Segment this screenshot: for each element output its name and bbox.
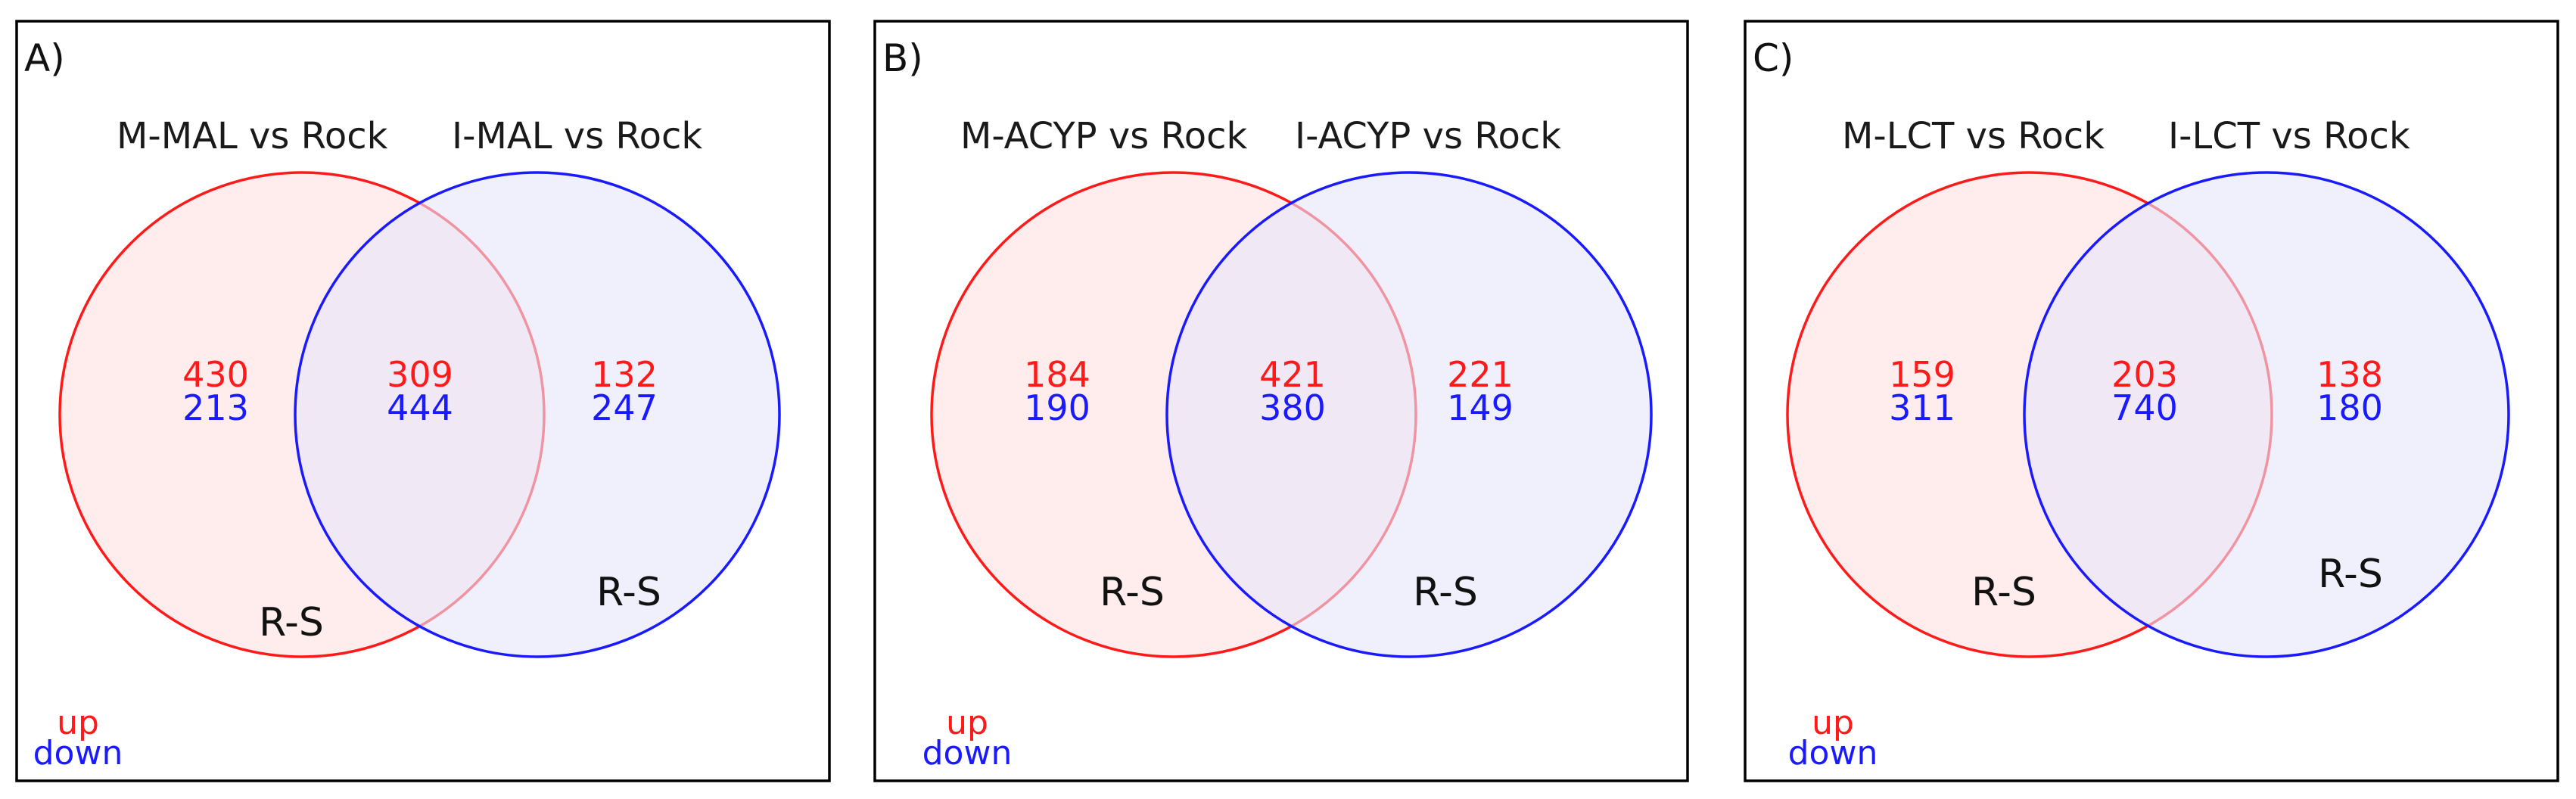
- overlap-down-count: 444: [387, 387, 453, 428]
- legend-up-label: up: [57, 704, 99, 742]
- right-set-circle: [1165, 171, 1653, 658]
- legend-up-label: up: [1812, 704, 1854, 742]
- overlap-down-count: 380: [1259, 387, 1326, 428]
- left-set-title: M-ACYP vs Rock: [960, 115, 1247, 157]
- panel-c: C) M-LCT vs Rock I-LCT vs Rock 159 311 2…: [1744, 20, 2559, 782]
- right-set-circle: [294, 171, 781, 658]
- right-only-up-count: 132: [591, 354, 658, 395]
- panel-letter: A): [24, 36, 65, 80]
- overlap-up-count: 421: [1259, 354, 1326, 395]
- overlap-down-count: 740: [2111, 387, 2178, 428]
- legend-up-label: up: [946, 704, 988, 742]
- right-set-circle: [2023, 171, 2510, 658]
- left-only-up-count: 430: [182, 354, 249, 395]
- left-only-down-count: 311: [1889, 387, 1955, 428]
- overlap-up-count: 203: [2111, 354, 2178, 395]
- left-set-label: R-S: [1100, 570, 1165, 615]
- left-set-title: M-LCT vs Rock: [1842, 115, 2105, 157]
- left-only-down-count: 213: [182, 387, 249, 428]
- legend-down-label: down: [1788, 734, 1878, 773]
- left-set-label: R-S: [1971, 570, 2036, 615]
- overlap-up-count: 309: [387, 354, 453, 395]
- panel-letter: B): [882, 36, 923, 80]
- right-set-title: I-ACYP vs Rock: [1295, 115, 1561, 157]
- left-only-up-count: 159: [1889, 354, 1955, 395]
- right-only-up-count: 221: [1447, 354, 1514, 395]
- right-only-down-count: 149: [1447, 387, 1514, 428]
- right-set-label: R-S: [2318, 552, 2383, 597]
- right-set-label: R-S: [596, 570, 661, 615]
- right-set-label: R-S: [1413, 570, 1478, 615]
- right-set-title: I-LCT vs Rock: [2168, 115, 2410, 157]
- right-only-down-count: 180: [2316, 387, 2383, 428]
- left-only-up-count: 184: [1024, 354, 1090, 395]
- panel-b: B) M-ACYP vs Rock I-ACYP vs Rock 184 190…: [873, 20, 1689, 782]
- right-only-up-count: 138: [2316, 354, 2383, 395]
- legend-down-label: down: [922, 734, 1013, 773]
- right-set-title: I-MAL vs Rock: [452, 115, 702, 157]
- panel-a: A) M-MAL vs Rock I-MAL vs Rock 430 213 3…: [15, 20, 831, 782]
- left-set-title: M-MAL vs Rock: [117, 115, 388, 157]
- right-only-down-count: 247: [591, 387, 658, 428]
- panel-letter: C): [1753, 36, 1794, 80]
- legend-down-label: down: [33, 734, 123, 773]
- left-set-label: R-S: [259, 600, 324, 645]
- left-only-down-count: 190: [1024, 387, 1090, 428]
